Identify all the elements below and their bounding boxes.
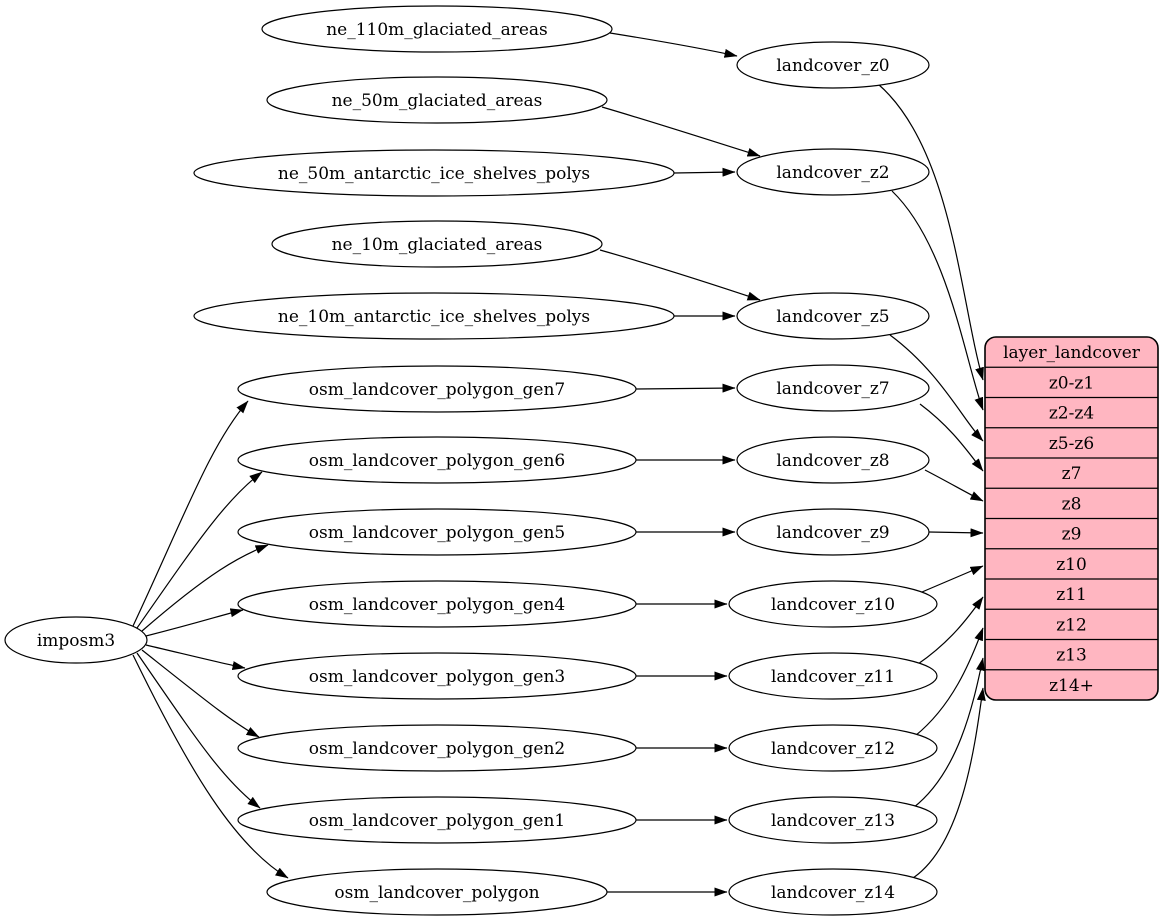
node-label: ne_10m_glaciated_areas — [332, 235, 543, 255]
node-landcover-z7: landcover_z7 — [736, 364, 930, 412]
node-label: landcover_z12 — [771, 739, 895, 759]
record-row-z12: z12 — [1056, 616, 1087, 636]
record-row-z11: z11 — [1056, 585, 1087, 605]
node-label: osm_landcover_polygon_gen1 — [309, 811, 565, 831]
node-osm-landcover-polygon-gen6: osm_landcover_polygon_gen6 — [237, 436, 637, 484]
node-label: ne_50m_antarctic_ice_shelves_polys — [278, 164, 590, 184]
node-ne-110m-glaciated-areas: ne_110m_glaciated_areas — [261, 5, 613, 53]
node-imposm3: imposm3 — [4, 616, 148, 664]
edge-z5-row — [889, 334, 984, 442]
edge-z12-row — [914, 627, 984, 737]
node-label: landcover_z11 — [771, 667, 895, 687]
record-row-z8: z8 — [1062, 495, 1082, 515]
edge-ne10m-z5 — [599, 249, 761, 301]
record-title: layer_landcover — [1003, 343, 1141, 363]
node-osm-landcover-polygon-gen1: osm_landcover_polygon_gen1 — [237, 796, 637, 844]
edge-ne50m-z2 — [601, 106, 761, 157]
node-label: osm_landcover_polygon_gen4 — [309, 595, 565, 615]
edge-imposm3-gen6 — [136, 471, 263, 629]
node-ne-50m-glaciated-areas: ne_50m_glaciated_areas — [266, 76, 608, 124]
node-osm-landcover-polygon-gen2: osm_landcover_polygon_gen2 — [237, 724, 637, 772]
node-label: osm_landcover_polygon_gen7 — [309, 380, 565, 400]
edge-z2-row — [891, 190, 984, 411]
node-landcover-z14: landcover_z14 — [728, 868, 938, 916]
node-label: landcover_z5 — [776, 307, 889, 327]
record-row-z5-z6: z5-z6 — [1049, 434, 1094, 454]
edge-ne110m-z0 — [609, 32, 738, 58]
record-row-z10: z10 — [1056, 555, 1087, 575]
node-landcover-z9: landcover_z9 — [736, 508, 930, 556]
node-osm-landcover-polygon-gen7: osm_landcover_polygon_gen7 — [237, 365, 637, 413]
edge-imposm3-polygon — [132, 654, 289, 879]
node-label: landcover_z8 — [776, 451, 889, 471]
node-osm-landcover-polygon: osm_landcover_polygon — [266, 868, 608, 916]
node-landcover-z11: landcover_z11 — [728, 652, 938, 700]
edge-imposm3-gen2 — [141, 649, 260, 738]
edge-z13-row — [912, 657, 985, 809]
node-layer-landcover-record: layer_landcover z0-z1 z2-z4 z5-z6 z7 z8 … — [984, 336, 1159, 701]
node-landcover-z8: landcover_z8 — [736, 436, 930, 484]
node-label: osm_landcover_polygon_gen5 — [309, 523, 565, 543]
node-label: osm_landcover_polygon — [334, 883, 539, 903]
edge-z14-row — [909, 687, 986, 881]
edge-imposm3-gen3 — [145, 644, 246, 670]
edge-layer — [132, 32, 986, 897]
node-label: landcover_z13 — [771, 811, 895, 831]
node-landcover-z5: landcover_z5 — [736, 292, 930, 340]
node-ne-50m-antarctic-ice-shelves-polys: ne_50m_antarctic_ice_shelves_polys — [193, 149, 675, 197]
record-row-z13: z13 — [1056, 646, 1087, 666]
edge-imposm3-gen4 — [145, 608, 244, 637]
node-osm-landcover-polygon-gen3: osm_landcover_polygon_gen3 — [237, 652, 637, 700]
node-osm-landcover-polygon-gen5: osm_landcover_polygon_gen5 — [237, 508, 637, 556]
edge-z0-row — [877, 83, 984, 381]
edge-gen7-z7 — [635, 383, 736, 393]
edge-z11-row — [917, 596, 984, 665]
node-osm-landcover-polygon-gen4: osm_landcover_polygon_gen4 — [237, 580, 637, 628]
edge-ne50m-antarctic-z2 — [673, 167, 736, 177]
node-label: osm_landcover_polygon_gen2 — [309, 739, 565, 759]
edge-z8-row — [924, 469, 984, 502]
record-row-z0-z1: z0-z1 — [1049, 374, 1094, 394]
node-label: landcover_z0 — [776, 56, 889, 76]
edge-z9-row — [928, 528, 984, 538]
record-row-z14: z14+ — [1049, 676, 1094, 696]
node-label: landcover_z14 — [771, 883, 895, 903]
node-label: osm_landcover_polygon_gen3 — [309, 667, 565, 687]
record-row-z2-z4: z2-z4 — [1049, 404, 1094, 424]
edge-z7-row — [919, 403, 984, 472]
edge-z10-row — [921, 565, 984, 593]
node-landcover-z0: landcover_z0 — [736, 41, 930, 89]
edge-imposm3-gen1 — [136, 652, 261, 809]
node-label: landcover_z2 — [776, 163, 889, 183]
node-label: ne_10m_antarctic_ice_shelves_polys — [278, 307, 590, 327]
edge-imposm3-gen5 — [141, 544, 269, 632]
node-landcover-z12: landcover_z12 — [728, 724, 938, 772]
node-landcover-z2: landcover_z2 — [736, 148, 930, 196]
node-label: landcover_z9 — [776, 523, 889, 543]
node-ne-10m-glaciated-areas: ne_10m_glaciated_areas — [271, 220, 603, 268]
node-landcover-z13: landcover_z13 — [728, 796, 938, 844]
node-imposm3-label: imposm3 — [37, 631, 115, 651]
node-label: ne_110m_glaciated_areas — [326, 20, 548, 40]
record-row-z9: z9 — [1062, 525, 1082, 545]
edge-imposm3-gen7 — [132, 400, 249, 627]
record-row-z7: z7 — [1062, 464, 1082, 484]
node-label: ne_50m_glaciated_areas — [332, 91, 543, 111]
node-label: landcover_z10 — [771, 595, 895, 615]
node-layer: imposm3 ne_110m_glaciated_areas ne_50m_g… — [4, 5, 1159, 916]
node-landcover-z10: landcover_z10 — [728, 580, 938, 628]
node-label: landcover_z7 — [776, 379, 889, 399]
node-label: osm_landcover_polygon_gen6 — [309, 451, 565, 471]
node-ne-10m-antarctic-ice-shelves-polys: ne_10m_antarctic_ice_shelves_polys — [193, 292, 675, 340]
